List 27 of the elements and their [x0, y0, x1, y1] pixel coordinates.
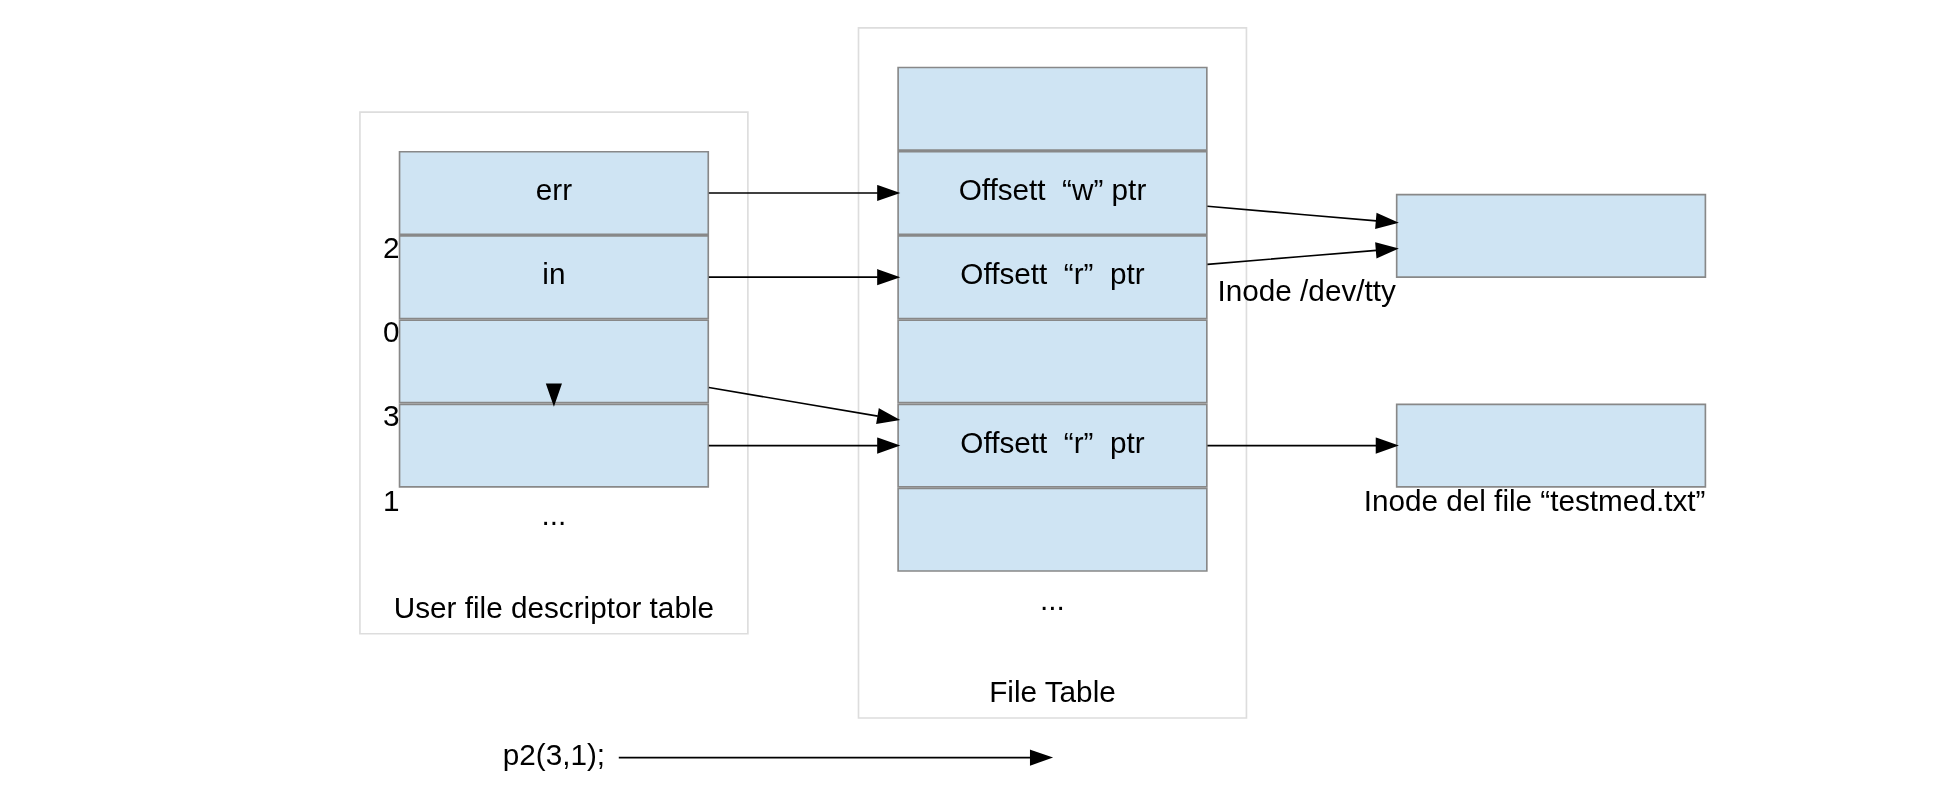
arrow	[708, 386, 901, 425]
node-label: Inode /dev/tty	[1217, 273, 1396, 307]
arrow	[1206, 205, 1399, 229]
node-label: 3	[383, 399, 400, 433]
arrow	[1206, 242, 1399, 266]
node-box	[897, 487, 1208, 572]
node-label: 2	[383, 231, 400, 265]
arrow	[1206, 437, 1399, 454]
arrow	[617, 749, 1054, 766]
arrow	[708, 437, 901, 454]
node-box	[1395, 193, 1707, 278]
node-box: in	[398, 235, 710, 320]
node-box: err	[398, 150, 710, 236]
label: ...	[1040, 582, 1065, 616]
node-box	[897, 66, 1208, 151]
node-box	[897, 319, 1208, 404]
node-label: Inode del file “testmed.txt”	[1363, 483, 1706, 517]
node-box: Offsett “w” ptr	[897, 150, 1208, 236]
node-box: Offsett “r” ptr	[897, 403, 1208, 488]
arrow	[708, 184, 901, 202]
node-label: 0	[383, 315, 400, 349]
node-label: 1	[383, 483, 400, 517]
arrow	[708, 269, 901, 286]
node-box: Offsett “r” ptr	[897, 235, 1208, 320]
label: ...	[541, 498, 567, 532]
node-box	[1395, 403, 1707, 488]
node-text: p2(3,1);	[502, 737, 606, 771]
